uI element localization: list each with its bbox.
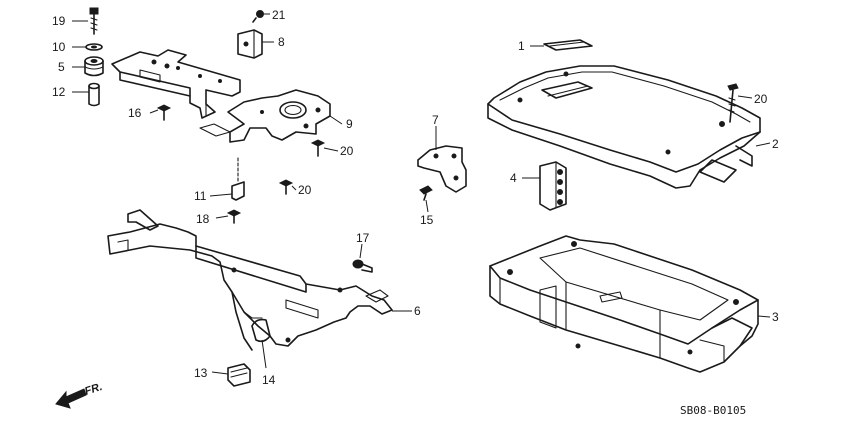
- callout-11: 11: [194, 189, 207, 203]
- callout-4: 4: [510, 171, 517, 185]
- callout-9: 9: [346, 117, 353, 131]
- direction-label: FR.: [83, 381, 104, 398]
- callout-16: 16: [128, 106, 142, 120]
- callout-17: 17: [356, 231, 370, 245]
- front-arrow-icon: [55, 388, 87, 409]
- callout-20-upper: 20: [340, 144, 354, 158]
- callout-21: 20: [754, 92, 768, 106]
- upper-mounting-bracket: [111, 49, 241, 119]
- bracket-9: [199, 89, 331, 143]
- small-bracket-8: [237, 29, 263, 59]
- callout-8: 8: [278, 35, 285, 49]
- callout-14: 14: [262, 373, 276, 387]
- callout-numbers: 19 10 5 12 16 21 8 9 20 20 11 18 17 6 7 …: [52, 8, 779, 387]
- bolt-18: [226, 209, 242, 224]
- leader-lines: [72, 13, 771, 375]
- connector-4: [539, 161, 567, 211]
- callout-2: 2: [772, 137, 779, 151]
- callout-22: 21: [272, 8, 286, 22]
- grommet-14: [251, 318, 271, 343]
- drawing-code: SB08-B0105: [680, 404, 746, 417]
- bolt-20-lower: [278, 179, 294, 195]
- callout-10: 10: [52, 40, 66, 54]
- case-3: [489, 235, 759, 373]
- callout-12: 12: [52, 85, 66, 99]
- washer-10: [85, 43, 103, 51]
- callout-6: 6: [414, 304, 421, 318]
- nut-17: [352, 259, 373, 273]
- bolt-20-upper: [310, 139, 326, 157]
- control-unit-cover-2: [487, 65, 761, 189]
- callout-18: 18: [196, 212, 210, 226]
- callout-5: 5: [58, 60, 65, 74]
- callout-7: 7: [432, 113, 439, 127]
- front-direction-indicator: FR.: [55, 381, 104, 409]
- callout-3: 3: [772, 310, 779, 324]
- callout-1: 1: [518, 39, 525, 53]
- bushing-13: [227, 363, 251, 387]
- screw-15: [419, 185, 433, 201]
- lower-bracket-6: [107, 209, 393, 351]
- bushing-5: [84, 56, 104, 77]
- callout-15: 15: [420, 213, 434, 227]
- collar-12: [88, 82, 100, 107]
- bolt-16: [156, 104, 172, 121]
- bracket-7: [417, 145, 467, 193]
- callout-19: 19: [52, 14, 66, 28]
- screw-22: [252, 10, 264, 23]
- callout-13: 13: [194, 366, 208, 380]
- callout-20-lower: 20: [298, 183, 312, 197]
- clip-11: [231, 157, 245, 201]
- screw-21: [727, 83, 739, 123]
- bolt-19: [89, 7, 99, 35]
- label-1: [543, 39, 593, 51]
